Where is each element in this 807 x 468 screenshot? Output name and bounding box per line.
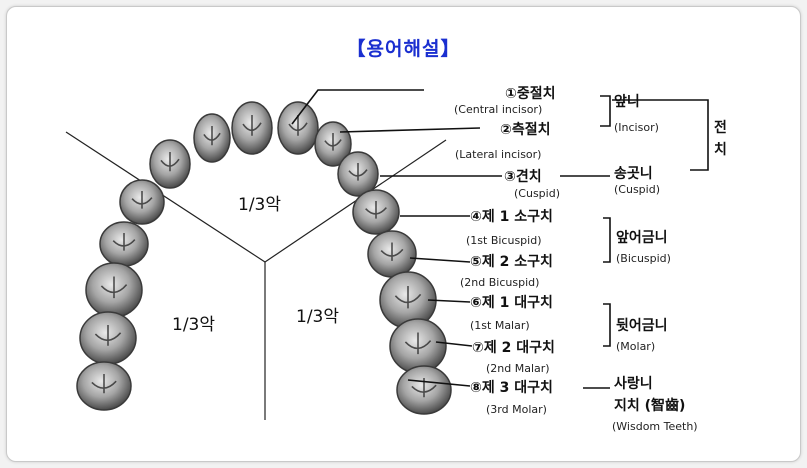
sub-first-molar: (1st Malar) bbox=[470, 319, 530, 332]
section-label-right: 1/3악 bbox=[296, 307, 339, 327]
teeth-layer bbox=[77, 102, 451, 414]
tooth-right-cuspid bbox=[338, 152, 378, 196]
group-wisdom-hanja: 지치 (智齒) bbox=[614, 397, 685, 414]
tooth-left-second-bicuspid bbox=[100, 222, 148, 266]
label-third-molar: ⑧제 3 대구치 bbox=[470, 380, 553, 396]
tooth-left-first-bicuspid bbox=[120, 180, 164, 224]
label-central-incisor: ①중절치 bbox=[505, 86, 556, 102]
sub-lateral-incisor: (Lateral incisor) bbox=[455, 148, 541, 161]
section-label-left: 1/3악 bbox=[172, 315, 215, 335]
group-molar-sub: (Molar) bbox=[616, 340, 655, 353]
sub-second-bicuspid: (2nd Bicuspid) bbox=[460, 276, 539, 289]
tooth-labels: ①중절치 (Central incisor) ②측절치 (Lateral inc… bbox=[454, 86, 560, 416]
label-second-molar: ⑦제 2 대구치 bbox=[472, 340, 555, 356]
label-second-bicuspid: ⑤제 2 소구치 bbox=[470, 254, 553, 270]
group-molar: 뒷어금니 bbox=[616, 317, 668, 334]
sub-central-incisor: (Central incisor) bbox=[454, 103, 542, 116]
tooth-right-first-bicuspid bbox=[353, 190, 399, 234]
tooth-left-second-molar bbox=[80, 312, 136, 364]
label-first-molar: ⑥제 1 대구치 bbox=[470, 295, 553, 311]
bracket-anterior bbox=[690, 100, 708, 170]
group-cuspid: 송곳니 bbox=[614, 166, 653, 182]
anterior-label-1: 전 bbox=[714, 119, 727, 136]
sub-third-molar: (3rd Molar) bbox=[486, 403, 547, 416]
bracket-incisor bbox=[600, 96, 610, 126]
bracket-bicuspid bbox=[603, 218, 610, 262]
group-bicuspid-sub: (Bicuspid) bbox=[616, 252, 671, 265]
group-cuspid-sub: (Cuspid) bbox=[614, 183, 660, 196]
sub-second-molar: (2nd Malar) bbox=[486, 362, 550, 375]
group-wisdom-sub: (Wisdom Teeth) bbox=[612, 420, 698, 433]
tooth-left-central-incisor bbox=[232, 102, 272, 154]
tooth-right-second-molar bbox=[390, 319, 446, 373]
group-incisor-sub: (Incisor) bbox=[614, 121, 659, 134]
group-incisor: 앞니 bbox=[614, 94, 640, 110]
group-wisdom: 사랑니 bbox=[614, 376, 653, 392]
anterior-label-2: 치 bbox=[714, 142, 727, 158]
tooth-left-cuspid bbox=[150, 140, 190, 188]
section-label-front: 1/3악 bbox=[238, 195, 281, 215]
tooth-right-second-bicuspid bbox=[368, 231, 416, 277]
leader-lateral-incisor bbox=[340, 128, 480, 132]
group-bicuspid: 앞어금니 bbox=[616, 229, 668, 246]
label-first-bicuspid: ④제 1 소구치 bbox=[470, 209, 553, 225]
tooth-left-first-molar bbox=[86, 263, 142, 317]
sub-cuspid: (Cuspid) bbox=[514, 187, 560, 200]
label-cuspid: ③견치 bbox=[504, 168, 542, 185]
tooth-right-first-molar bbox=[380, 272, 436, 328]
tooth-left-lateral-incisor bbox=[194, 114, 230, 162]
label-lateral-incisor: ②측절치 bbox=[500, 122, 551, 138]
bracket-molar bbox=[603, 304, 610, 346]
leader-second-bicuspid bbox=[410, 258, 470, 262]
tooth-left-third-molar bbox=[77, 362, 131, 410]
sub-first-bicuspid: (1st Bicuspid) bbox=[466, 234, 542, 247]
tooth-right-central-incisor bbox=[278, 102, 318, 154]
group-labels: 앞니 (Incisor) 송곳니 (Cuspid) 앞어금니 (Bicuspid… bbox=[612, 94, 727, 433]
tooth-right-third-molar bbox=[397, 366, 451, 414]
